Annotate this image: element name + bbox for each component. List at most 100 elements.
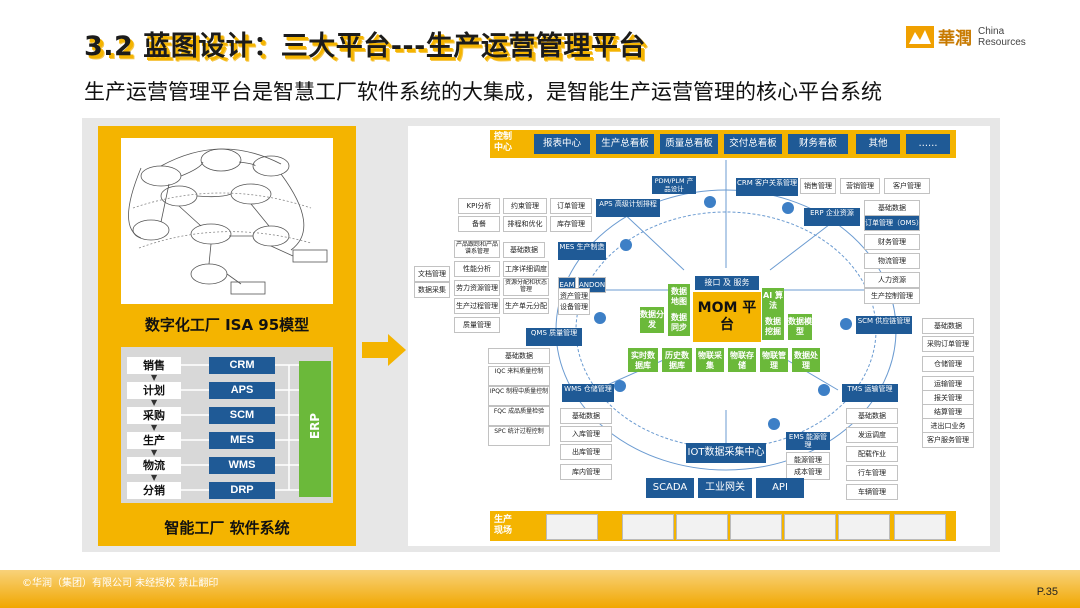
tab-quality-board[interactable]: 质量总看板 (660, 134, 718, 154)
tab-gateway[interactable]: 工业网关 (698, 478, 752, 498)
tab-other[interactable]: 其他 (856, 134, 900, 154)
block-wms: WMS (209, 457, 275, 474)
factory-photo (894, 514, 946, 540)
control-center-bar: 控制中心 报表中心 生产总看板 质量总看板 交付总看板 财务看板 其他 …… (490, 130, 956, 158)
qms-cell: IQC 来料质量控制 (488, 366, 550, 386)
factory-photo (784, 514, 836, 540)
erp-cell: 生产控制管理 (864, 288, 920, 304)
mes-cell: 性能分析 (454, 261, 500, 277)
scm-cell: 采购订单管理 (922, 336, 974, 352)
logo-cn-text: 華潤 (938, 29, 972, 49)
control-center-label: 控制中心 (494, 132, 513, 153)
down-arrow-icon: ▼ (151, 473, 158, 482)
block-scm: SCM (209, 407, 275, 424)
mes-cell: 资源分配和状态管理 (503, 278, 549, 296)
scm-cell: 仓储管理 (922, 356, 974, 372)
module-qms[interactable]: QMS 质量管理 (526, 328, 582, 346)
tms-cell: 配载作业 (846, 446, 898, 462)
core-history-db: 历史数据库 (662, 348, 692, 372)
tms-cell: 行车管理 (846, 465, 898, 481)
production-site-bar: 生产现场 (490, 511, 956, 541)
module-scm[interactable]: SCM 供应链管理 (856, 316, 912, 334)
erp-cell: 物流管理 (864, 253, 920, 269)
row-label-sales: 销售 (127, 357, 181, 374)
aps-cell: 备餐 (458, 216, 500, 232)
production-site-label: 生产现场 (494, 515, 513, 536)
connector-lines (181, 364, 299, 491)
qms-cell: SPC 统计过程控制 (488, 426, 550, 446)
down-arrow-icon: ▼ (151, 373, 158, 382)
tab-production-board[interactable]: 生产总看板 (596, 134, 654, 154)
tab-api[interactable]: API (756, 478, 804, 498)
block-crm: CRM (209, 357, 275, 374)
ems-cell: 成本管理 (786, 464, 830, 480)
module-erp[interactable]: ERP 企业资源 (804, 208, 860, 226)
iot-data-center[interactable]: IOT数据采集中心 (686, 443, 766, 463)
module-mes[interactable]: MES 生产制造 (558, 242, 606, 260)
mes-cell: 基础数据 (503, 242, 545, 258)
tab-delivery-board[interactable]: 交付总看板 (724, 134, 782, 154)
core-data-model: 数据模型 (788, 314, 812, 340)
erp-cell: 人力资源 (864, 272, 920, 288)
connector-dot (818, 384, 830, 396)
aps-cell: 排程和优化 (503, 216, 547, 232)
mes-cell: 工序详细调度 (503, 261, 549, 277)
qms-cell: IPQC 制程中质量控制 (488, 386, 550, 406)
logo-icon (906, 26, 934, 48)
module-ems[interactable]: EMS 能源管理 (786, 432, 830, 450)
mes-cell: 生产过程管理 (454, 298, 500, 314)
tab-finance-board[interactable]: 财务看板 (788, 134, 848, 154)
row-label-production: 生产 (127, 432, 181, 449)
block-aps: APS (209, 382, 275, 399)
module-aps[interactable]: APS 高级计划排程 (596, 199, 660, 217)
doc-cell: 数据采集 (414, 282, 450, 298)
core-data-mining: 数据挖掘 (762, 314, 784, 340)
connector-dot (594, 312, 606, 324)
core-data-process: 数据处理 (792, 348, 820, 372)
erp-cell: 基础数据 (864, 200, 920, 216)
footer-bar: ©华润（集团）有限公司 未经授权 禁止翻印 P.35 (0, 570, 1080, 608)
module-plm[interactable]: PDM/PLM 产品设计 (652, 176, 696, 194)
row-label-distribution: 分销 (127, 482, 181, 499)
factory-photo (622, 514, 674, 540)
doc-cell: 文档管理 (414, 266, 450, 282)
core-data-map: 数据地图 (668, 284, 690, 310)
crm-cell: 客户管理 (884, 178, 930, 194)
aps-cell: 订单管理 (550, 198, 592, 214)
wms-cell: 入库管理 (560, 426, 612, 442)
tab-more[interactable]: …… (906, 134, 950, 154)
connector-dot (840, 318, 852, 330)
core-data-sync: 数据同步 (668, 310, 690, 336)
connector-dot (614, 380, 626, 392)
scm-cell: 客户服务管理 (922, 432, 974, 448)
wms-cell: 出库管理 (560, 444, 612, 460)
core-iot-manage: 物联管理 (760, 348, 788, 372)
erp-bar: ERP (299, 361, 331, 497)
isa95-label: 数字化工厂 ISA 95模型 (144, 316, 310, 334)
tms-cell: 车辆管理 (846, 484, 898, 500)
block-mes: MES (209, 432, 275, 449)
connector-dot (704, 196, 716, 208)
factory-photo (546, 514, 598, 540)
mes-cell: 质量管理 (454, 317, 500, 333)
tab-scada[interactable]: SCADA (646, 478, 694, 498)
module-tms[interactable]: TMS 运输管理 (842, 384, 898, 402)
module-crm[interactable]: CRM 客户关系管理 (736, 178, 798, 196)
down-arrow-icon: ▼ (151, 398, 158, 407)
tms-cell: 发运调度 (846, 427, 898, 443)
factory-photo (676, 514, 728, 540)
connector-dot (620, 239, 632, 251)
qms-cell: FQC 成品质量检验 (488, 406, 550, 426)
row-label-purchase: 采购 (127, 407, 181, 424)
isa95-model-diagram (121, 138, 333, 304)
core-iot-collect: 物联采集 (696, 348, 724, 372)
down-arrow-icon: ▼ (151, 423, 158, 432)
tab-report-center[interactable]: 报表中心 (534, 134, 590, 154)
tms-cell: 基础数据 (846, 408, 898, 424)
software-system-label: 智能工厂 软件系统 (164, 519, 290, 537)
module-wms[interactable]: WMS 仓储管理 (562, 384, 614, 402)
connector-dot (782, 202, 794, 214)
mom-platform[interactable]: MOM 平台 (693, 292, 761, 342)
